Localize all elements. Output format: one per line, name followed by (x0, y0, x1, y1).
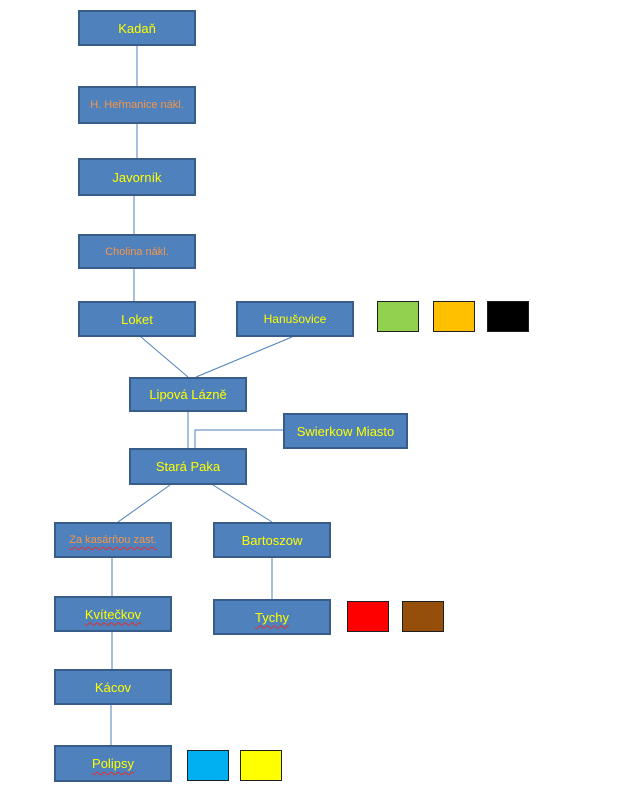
color-swatch-red (347, 601, 389, 632)
node-label: Hanušovice (263, 312, 327, 326)
node-hanusovice: Hanušovice (236, 301, 354, 337)
color-swatch-yellow (240, 750, 282, 781)
connector-starapaka-zakasarnou (117, 484, 171, 523)
color-swatch-orange (433, 301, 475, 332)
node-label: Bartoszow (241, 532, 303, 548)
node-label: H. Heřmanice nákl. (90, 99, 184, 111)
node-polipsy: Polipsy (54, 745, 172, 782)
node-label: Loket (121, 311, 153, 327)
node-swierkow: Swierkow Miasto (283, 413, 408, 449)
node-kadan: Kadaň (78, 10, 196, 46)
node-label: Stará Paka (155, 459, 221, 474)
node-bartoszow: Bartoszow (213, 522, 331, 558)
node-label: Lipová Lázně (149, 387, 227, 402)
color-swatch-green (377, 301, 419, 332)
node-label: Kadaň (118, 20, 156, 36)
node-kvitecekov: Kvítečkov (54, 596, 172, 632)
color-swatch-black (487, 301, 529, 332)
color-swatch-cyan (187, 750, 229, 781)
node-stara-paka: Stará Paka (129, 448, 247, 485)
node-label: Tychy (255, 609, 289, 625)
color-swatch-brown (402, 601, 444, 632)
connector-loket-lipova (140, 336, 189, 378)
node-label: Polipsy (92, 756, 134, 771)
node-cholina: Cholina nákl. (78, 234, 196, 269)
node-label: Za kasárňou zast. (69, 534, 157, 546)
node-label: Kvítečkov (84, 606, 142, 622)
connector-swierkow-starapaka (194, 429, 283, 448)
node-label: Cholina nákl. (105, 245, 169, 258)
node-za-kasarnou: Za kasárňou zast. (54, 522, 172, 558)
node-hermanice: H. Heřmanice nákl. (78, 86, 196, 124)
node-tychy: Tychy (213, 599, 331, 635)
node-label: Javorník (112, 169, 162, 185)
node-javornik: Javorník (78, 158, 196, 196)
node-loket: Loket (78, 301, 196, 337)
connector-hanusovice-lipova (195, 336, 293, 378)
node-label: Swierkow Miasto (296, 423, 395, 439)
node-label: Kácov (94, 679, 132, 695)
node-kacov: Kácov (54, 669, 172, 705)
node-lipova: Lipová Lázně (129, 377, 247, 412)
connector-starapaka-bartoszow (212, 484, 273, 523)
